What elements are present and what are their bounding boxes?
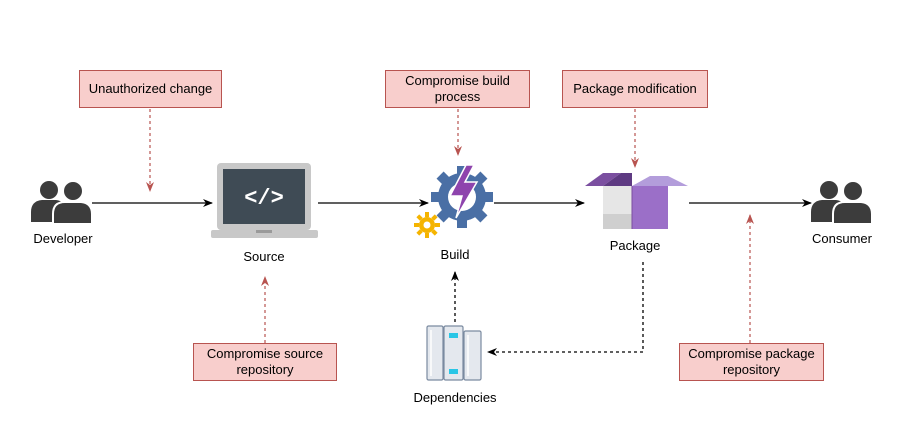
- threat-compromise-build-line2: process: [434, 89, 481, 104]
- consumer-label: Consumer: [812, 231, 872, 246]
- small-gear-icon: [414, 212, 440, 238]
- threat-compromise-build-line1: Compromise build: [405, 73, 510, 88]
- package-box-icon: [585, 173, 688, 229]
- threat-compromise-package-line1: Compromise package: [688, 346, 815, 361]
- build-gear-icon: [431, 164, 493, 228]
- threat-compromise-package-line2: repository: [722, 362, 781, 377]
- dependencies-label: Dependencies: [413, 390, 497, 405]
- laptop-code-icon: </>: [211, 163, 318, 238]
- consumer-users-icon: [811, 180, 873, 225]
- developer-label: Developer: [33, 231, 93, 246]
- build-label: Build: [440, 247, 470, 262]
- threat-package-modification: Package modification: [562, 70, 708, 108]
- threat-compromise-package: Compromise package repository: [679, 343, 824, 381]
- package-label: Package: [609, 238, 661, 253]
- source-label: Source: [243, 249, 285, 264]
- threat-compromise-source-line1: Compromise source: [206, 346, 324, 361]
- code-glyph: </>: [244, 186, 284, 211]
- threat-compromise-build: Compromise build process: [385, 70, 530, 108]
- threat-compromise-source-line2: repository: [236, 362, 294, 377]
- dependency-arrow-package-dependencies: [487, 262, 644, 356]
- dependencies-books-icon: [426, 325, 482, 381]
- threat-package-modification-text: Package modification: [573, 81, 697, 96]
- threat-unauthorized-change: Unauthorized change: [79, 70, 222, 108]
- threat-compromise-source: Compromise source repository: [193, 343, 337, 381]
- developer-users-icon: [31, 180, 93, 225]
- threat-unauthorized-change-text: Unauthorized change: [88, 81, 213, 96]
